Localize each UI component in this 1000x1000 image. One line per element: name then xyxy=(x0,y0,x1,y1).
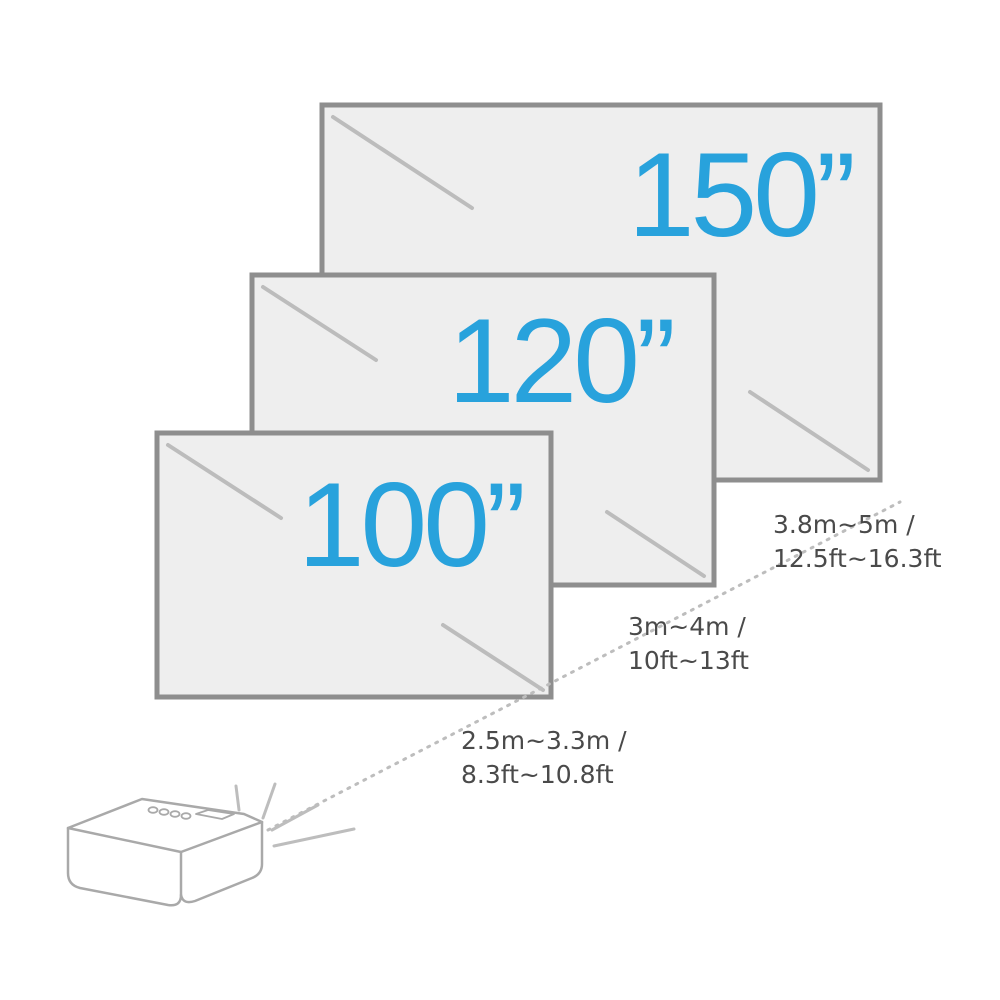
screen-150-glare-bottom xyxy=(748,390,870,472)
screen-100-glare-top xyxy=(166,443,283,520)
distance-100-imperial: 8.3ft~10.8ft xyxy=(461,760,614,789)
distance-120-metric: 3m~4m / xyxy=(628,612,746,641)
distance-100-metric: 2.5m~3.3m / xyxy=(461,726,627,755)
screen-150-glare-top xyxy=(331,115,474,210)
screen-150-size-label: 150” xyxy=(628,128,852,262)
distance-120-imperial: 10ft~13ft xyxy=(628,646,749,675)
distance-150-imperial: 12.5ft~16.3ft xyxy=(773,544,942,573)
distance-150-metric: 3.8m~5m / xyxy=(773,510,915,539)
projection-beam-dotted xyxy=(266,500,902,832)
projector-icon xyxy=(66,797,264,907)
screen-100: 100” xyxy=(154,430,554,700)
screen-100-size-label: 100” xyxy=(298,458,522,592)
screen-120-size-label: 120” xyxy=(448,294,672,428)
distance-label-150: 3.8m~5m / 12.5ft~16.3ft xyxy=(773,508,942,576)
distance-label-120: 3m~4m / 10ft~13ft xyxy=(628,610,749,678)
distance-label-100: 2.5m~3.3m / 8.3ft~10.8ft xyxy=(461,724,627,792)
light-rays-icon xyxy=(234,782,356,848)
screen-100-glare-bottom xyxy=(441,623,545,692)
screen-120-glare-bottom xyxy=(605,510,706,578)
screen-120-glare-top xyxy=(261,285,378,362)
